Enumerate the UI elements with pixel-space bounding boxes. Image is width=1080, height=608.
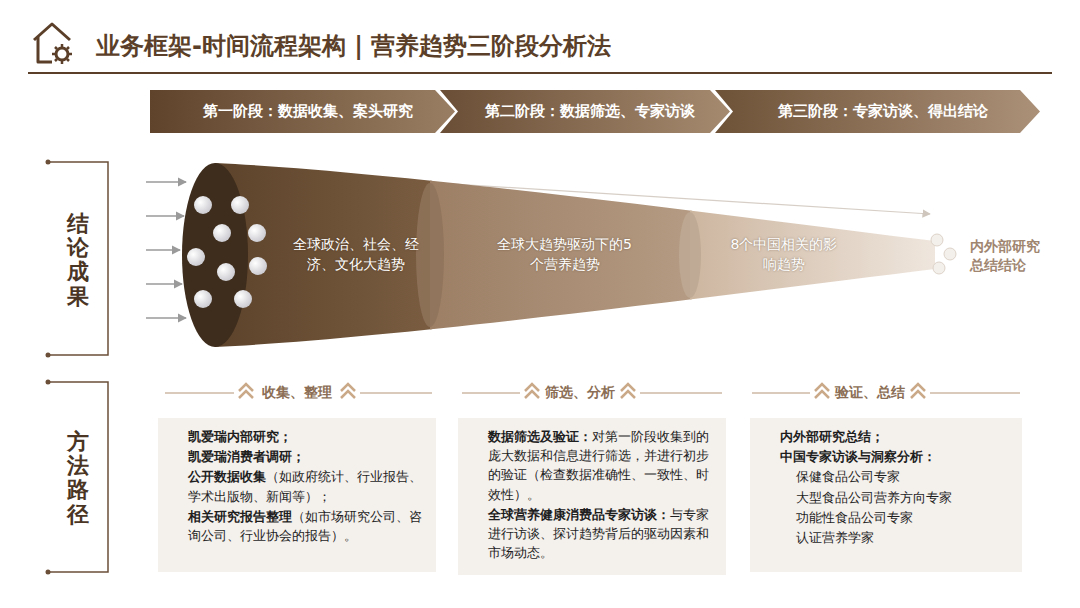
method-box: 数据筛选及验证：对第一阶段收集到的庞大数据和信息进行筛选，并进行初步的验证（检查…	[458, 418, 726, 575]
bullet-text: 功能性食品公司专家	[796, 510, 913, 525]
bullet-heading: 全球营养健康消费品专家访谈：	[488, 507, 670, 522]
title-text: 业务框架-时间流程架构 | 营养趋势三阶段分析法	[96, 32, 611, 60]
bullet-item: 公开数据收集（如政府统计、行业报告、学术出版物、新闻等）；	[172, 467, 424, 505]
funnel-mouth	[182, 163, 248, 347]
section-label: 方法路径	[67, 430, 89, 527]
banner-text: 第一阶段：数据收集、案头研究	[193, 102, 413, 121]
bullet-item: 保健食品公司专家	[764, 467, 1010, 486]
bracket-dot	[46, 160, 51, 165]
funnel-section: 全球大趋势驱动下的5个营养趋势	[497, 235, 632, 274]
bullet-text: 保健食品公司专家	[796, 469, 900, 484]
data-dots	[187, 196, 267, 308]
phase-label: 收集、整理	[262, 384, 332, 402]
method-box: 凯爱瑞内部研究； 凯爱瑞消费者调研； 公开数据收集（如政府统计、行业报告、学术出版物…	[158, 418, 436, 572]
bullet-item: 全球营养健康消费品专家访谈：与专家进行访谈、探讨趋势背后的驱动因素和市场动态。	[472, 505, 714, 563]
title-rule	[28, 72, 1052, 74]
page-title: 业务框架-时间流程架构 | 营养趋势三阶段分析法	[96, 30, 611, 62]
phase-label: 筛选、分析	[545, 384, 615, 402]
funnel-body	[200, 150, 950, 360]
banner-text: 第二阶段：数据筛选、专家访谈	[475, 102, 695, 121]
bullet-item: 大型食品公司营养方向专家	[764, 488, 1010, 507]
section-bracket	[48, 162, 108, 355]
method-box: 内外部研究总结； 中国专家访谈与洞察分析： 保健食品公司专家大型食品公司营养方向专家…	[750, 418, 1022, 572]
bullet-item: 相关研究报告整理（如市场研究公司、咨询公司、行业协会的报告）。	[172, 507, 424, 545]
result-label: 内外部研究总结结论	[970, 237, 1048, 275]
bullet-item: 认证营养学家	[764, 528, 1010, 547]
bullet-heading: 凯爱瑞内部研究；	[188, 429, 292, 444]
funnel-ring	[679, 212, 701, 298]
bullet-heading: 相关研究报告整理	[188, 509, 292, 524]
trend-text: 全球大趋势驱动下的5个营养趋势	[497, 235, 632, 274]
bullet-heading: 中国专家访谈与洞察分析：	[780, 449, 936, 464]
bullet-item: 凯爱瑞消费者调研；	[172, 447, 424, 466]
bullet-item: 凯爱瑞内部研究；	[172, 427, 424, 446]
banner-text: 第三阶段：专家访谈、得出结论	[768, 102, 988, 121]
stage-banner: 第一阶段：数据收集、案头研究	[150, 90, 455, 133]
tip-dots	[931, 234, 956, 274]
stage-banner: 第三阶段：专家访谈、得出结论	[715, 90, 1040, 133]
trend-text: 8个中国相关的影响趋势	[726, 235, 842, 274]
section-label: 结论成果	[67, 212, 89, 309]
input-arrows	[146, 182, 186, 318]
phase-label: 验证、总结	[835, 384, 905, 402]
bullet-item: 中国专家访谈与洞察分析：	[764, 447, 1010, 466]
trend-text: 全球政治、社会、经济、文化大趋势	[283, 235, 428, 274]
stage-banner: 第二阶段：数据筛选、专家访谈	[440, 90, 730, 133]
bullet-heading: 内外部研究总结；	[780, 429, 884, 444]
funnel-ring	[416, 183, 444, 327]
bullet-item: 功能性食品公司专家	[764, 508, 1010, 527]
bracket-dot	[46, 380, 51, 385]
bullet-item: 内外部研究总结；	[764, 427, 1010, 446]
funnel-section: 8个中国相关的影响趋势	[726, 235, 842, 274]
house-icon	[34, 24, 72, 64]
bracket-dot	[46, 570, 51, 575]
bullet-heading: 公开数据收集	[188, 469, 266, 484]
bullet-heading: 凯爱瑞消费者调研；	[188, 449, 305, 464]
bullet-heading: 数据筛选及验证：	[488, 429, 592, 444]
bullet-text: 认证营养学家	[796, 530, 874, 545]
bullet-item: 数据筛选及验证：对第一阶段收集到的庞大数据和信息进行筛选，并进行初步的验证（检查…	[472, 427, 714, 504]
bullet-text: 大型食品公司营养方向专家	[796, 490, 952, 505]
bracket-dot	[46, 353, 51, 358]
funnel-section: 全球政治、社会、经济、文化大趋势	[283, 235, 428, 274]
section-bracket	[48, 382, 108, 572]
